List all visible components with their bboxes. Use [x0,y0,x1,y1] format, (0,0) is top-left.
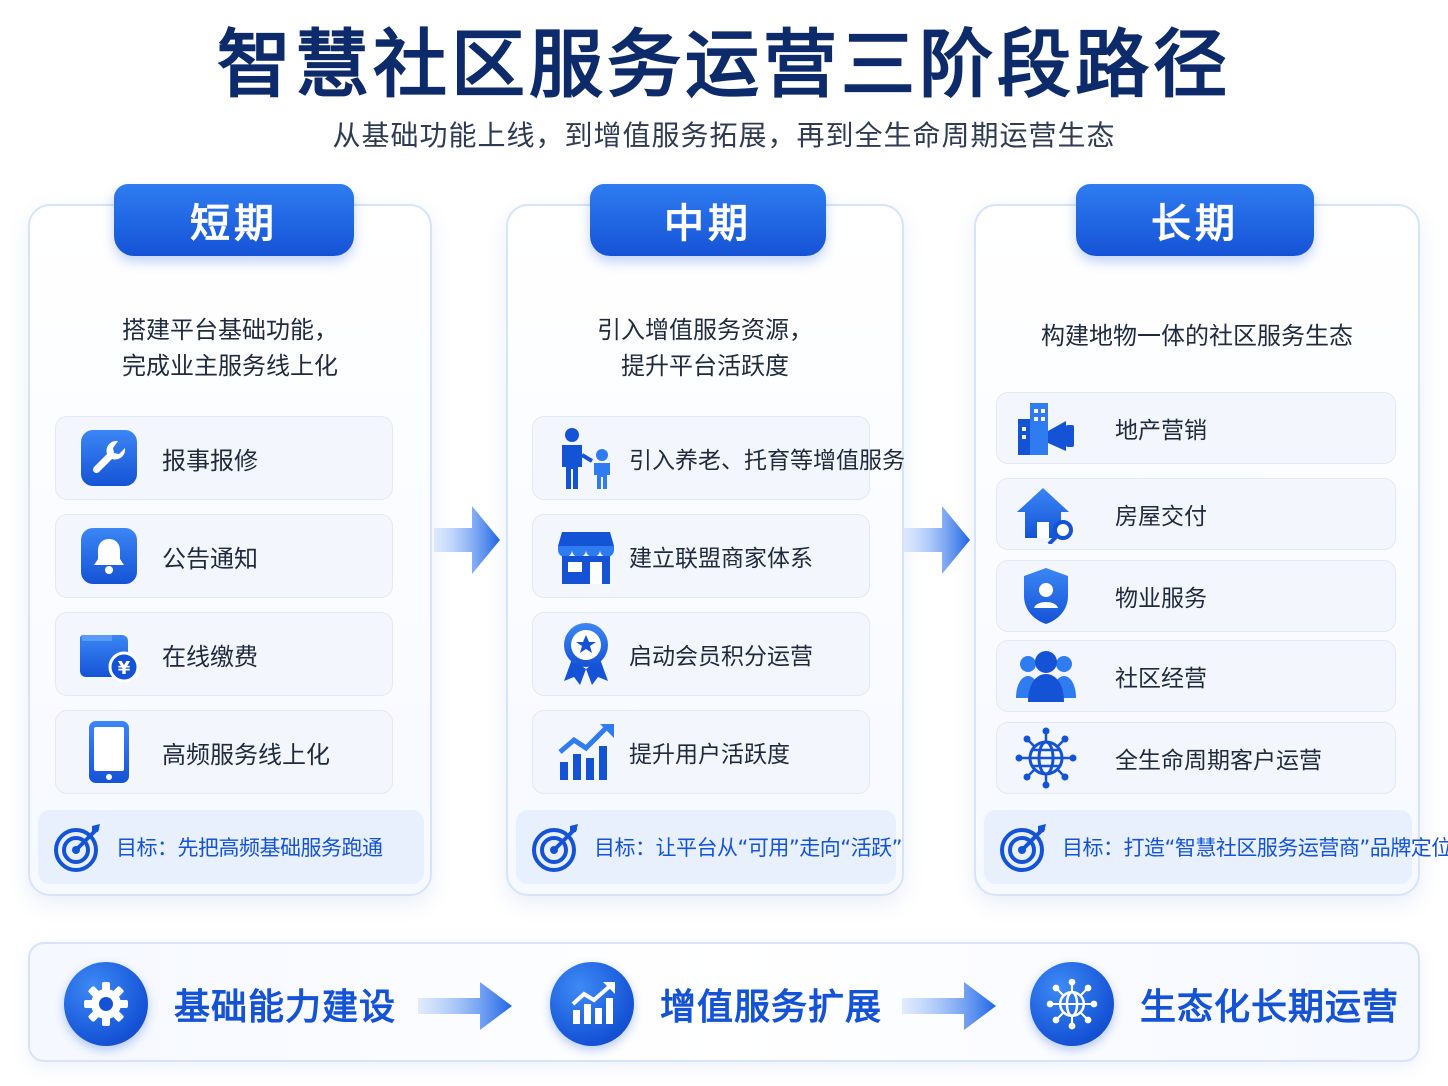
phase-description-line: 完成业主服务线上化 [122,352,338,380]
stage-ecosystem: 生态化长期运营 [1030,962,1399,1046]
target-icon [998,820,1052,874]
stage-value-added: 增值服务扩展 [550,962,882,1046]
bell-icon [74,521,144,591]
gear-icon [64,962,148,1046]
stage-label: 生态化长期运营 [1140,987,1400,1028]
phase-tab-long-term: 长期 [1076,184,1314,256]
globe-network-icon [1011,723,1081,793]
growth-chart-icon [550,962,634,1046]
arrow-right-icon [418,982,512,1030]
phase-item: 物业服务 [996,560,1396,632]
phase-item: 建立联盟商家体系 [532,514,870,598]
phase-item: 房屋交付 [996,478,1396,550]
phase-description: 引入增值服务资源， 提升平台活跃度 [508,312,902,384]
phase-goal-text: 目标：先把高频基础服务跑通 [116,836,383,860]
phase-item-label: 报事报修 [162,446,258,475]
phase-item: 全生命周期客户运营 [996,722,1396,794]
phase-item: ¥ 在线缴费 [55,612,393,696]
phase-goal-text: 目标：打造“智慧社区服务运营商”品牌定位 [1062,836,1448,860]
phase-description-line: 引入增值服务资源， [597,316,813,344]
shield-user-icon [1011,561,1081,631]
phase-goal: 目标：让平台从“可用”走向“活跃” [516,810,903,884]
phase-card-short-term: 短期 搭建平台基础功能， 完成业主服务线上化 报事报修 公告通知 [28,184,432,896]
stage-flow-bar: 基础能力建设 增值服务扩展 [28,942,1420,1062]
building-megaphone-icon [1011,393,1081,463]
phase-item-label: 引入养老、托育等增值服务 [629,448,905,474]
phase-item: 启动会员积分运营 [532,612,870,696]
page-subtitle: 从基础功能上线，到增值服务拓展，再到全生命周期运营生态 [332,119,1116,152]
phase-card-long-term: 长期 构建地物一体的社区服务生态 地产营销 房屋 [974,184,1448,896]
stage-basic: 基础能力建设 [64,962,396,1046]
phase-item: 地产营销 [996,392,1396,464]
target-icon [530,820,584,874]
phase-goal-text: 目标：让平台从“可用”走向“活跃” [594,836,903,860]
phase-item-label: 建立联盟商家体系 [629,546,813,572]
house-key-icon [1011,479,1081,549]
phase-description-line: 搭建平台基础功能， [122,316,338,344]
target-icon [52,820,106,874]
phase-item-label: 社区经营 [1115,666,1207,692]
phase-item: 社区经营 [996,640,1396,712]
store-icon [551,521,621,591]
phase-tab-short-term: 短期 [114,184,354,256]
phase-item-label: 公告通知 [162,544,258,573]
phase-item-label: 物业服务 [1115,586,1207,612]
arrow-right-icon [902,982,996,1030]
phase-card-mid-term: 中期 引入增值服务资源， 提升平台活跃度 引入养老、托育等增值服务 [506,184,905,896]
phase-goal: 目标：打造“智慧社区服务运营商”品牌定位 [984,810,1448,884]
phase-goal: 目标：先把高频基础服务跑通 [38,810,424,884]
wallet-icon: ¥ [74,619,144,689]
phase-item: 高频服务线上化 [55,710,393,794]
arrow-right-icon [434,506,500,574]
phase-item-label: 提升用户活跃度 [629,742,790,768]
globe-network-icon [1030,962,1114,1046]
phase-description: 搭建平台基础功能， 完成业主服务线上化 [30,312,430,384]
phase-description: 构建地物一体的社区服务生态 [976,318,1418,354]
phase-item: 报事报修 [55,416,393,500]
phase-item-label: 在线缴费 [162,642,258,671]
phase-item-label: 房屋交付 [1115,504,1207,530]
phase-item-label: 全生命周期客户运营 [1115,748,1322,774]
stage-label: 基础能力建设 [174,987,397,1028]
phase-tab-mid-term: 中期 [590,184,826,256]
wrench-icon [74,423,144,493]
elder-child-icon [551,423,621,493]
phase-item-label: 地产营销 [1115,418,1207,444]
badge-icon [551,619,621,689]
arrow-right-icon [904,506,970,574]
phase-item-label: 高频服务线上化 [162,740,330,769]
phase-item: 提升用户活跃度 [532,710,870,794]
growth-chart-icon [551,717,621,787]
phase-item: 引入养老、托育等增值服务 [532,416,905,500]
stage-label: 增值服务扩展 [660,987,883,1028]
page-title: 智慧社区服务运营三阶段路径 [217,22,1231,108]
phase-item-label: 启动会员积分运营 [629,644,813,670]
phase-item: 公告通知 [55,514,393,598]
svg-text:¥: ¥ [118,658,131,679]
phone-icon [74,717,144,787]
people-icon [1011,641,1081,711]
phase-description-line: 提升平台活跃度 [621,352,789,380]
phase-description-line: 构建地物一体的社区服务生态 [1041,322,1353,350]
